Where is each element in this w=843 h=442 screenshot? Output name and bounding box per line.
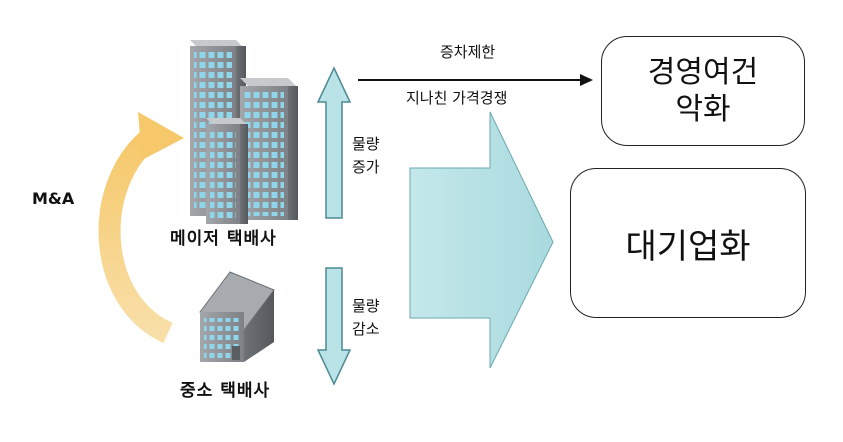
large-enterprise-text: 대기업화: [625, 226, 751, 267]
volume-decrease-label-2: 감소: [352, 320, 380, 338]
vehicle-limit-label: 증차제한: [440, 43, 496, 61]
line-arrow-to-box: [358, 74, 593, 86]
volume-decrease-label-1: 물량: [352, 297, 380, 315]
major-buildings-icon: [190, 40, 298, 224]
management-worsening-line1: 경영여건: [647, 54, 759, 90]
small-building-icon: [199, 271, 275, 362]
small-carrier-label: 중소 택배사: [180, 381, 271, 401]
large-enterprise-box: 대기업화: [570, 168, 806, 318]
volume-decrease-arrow: [316, 267, 352, 386]
volume-increase-arrow: [316, 66, 352, 219]
volume-increase-label-2: 증가: [352, 158, 380, 176]
mna-curved-arrow: [98, 112, 184, 344]
price-competition-label: 지나친 가격경쟁: [406, 89, 508, 107]
management-worsening-box: 경영여건 악화: [601, 36, 805, 146]
major-carrier-label: 메이저 택배사: [170, 229, 277, 249]
volume-increase-label-1: 물량: [352, 135, 380, 153]
management-worsening-line2: 악화: [675, 92, 731, 127]
large-right-arrow: [409, 111, 554, 369]
mna-label: M&A: [32, 189, 75, 208]
